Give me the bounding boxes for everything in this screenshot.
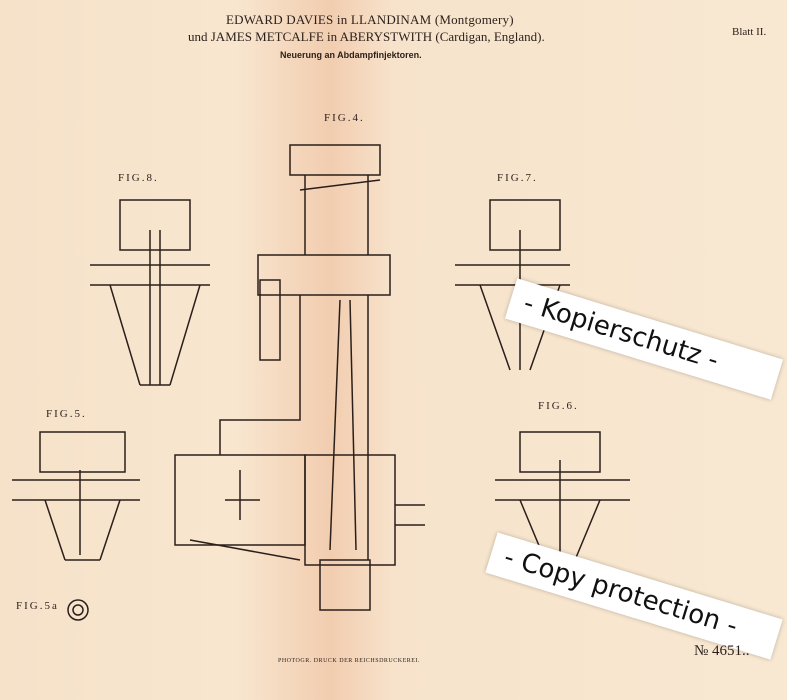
fig5a-label: FIG.5a [16, 600, 59, 612]
fig5a-drawing [67, 599, 89, 621]
patent-title: Neuerung an Abdampfinjektoren. [280, 50, 422, 60]
fig6-label: FIG.6. [538, 400, 579, 412]
fig6-drawing [495, 431, 630, 561]
fig4-drawing [174, 144, 425, 611]
patent-number: № 4651.. [694, 643, 750, 659]
fig8-drawing [90, 199, 210, 386]
printer-credit: PHOTOGR. DRUCK DER REICHSDRUCKEREI. [278, 658, 420, 664]
fig5-drawing [12, 431, 140, 561]
fig5-label: FIG.5. [46, 408, 87, 420]
fig4-label: FIG.4. [324, 112, 365, 124]
fig8-label: FIG.8. [118, 172, 159, 184]
fig7-label: FIG.7. [497, 172, 538, 184]
inventor-line-2: und JAMES METCALFE in ABERYSTWITH (Cardi… [188, 29, 545, 44]
inventor-line-1: EDWARD DAVIES in LLANDINAM (Montgomery) [226, 12, 514, 27]
sheet-number: Blatt II. [732, 26, 767, 38]
fig7-drawing [455, 199, 570, 371]
